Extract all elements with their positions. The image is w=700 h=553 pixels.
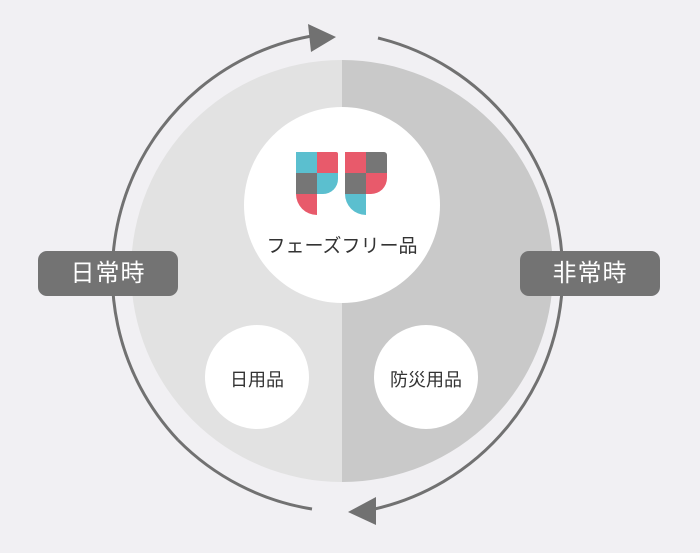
cycle-arrow-bottom-left <box>176 438 313 511</box>
arrowhead-bottom <box>348 497 376 525</box>
daily-goods-label: 日用品 <box>230 370 284 391</box>
arrowhead-top <box>308 24 336 52</box>
left-item-circle <box>205 325 309 429</box>
disaster-goods-label: 防災用品 <box>390 370 462 391</box>
daily-state-label: 日常時 <box>38 251 178 296</box>
phase-free-item-label: フェーズフリー品 <box>266 235 418 257</box>
right-item-circle <box>374 325 478 429</box>
cycle-arrow-top-left <box>110 33 319 442</box>
emergency-state-label: 非常時 <box>520 251 660 296</box>
center-circle <box>244 107 440 303</box>
pf-logo <box>296 152 387 215</box>
